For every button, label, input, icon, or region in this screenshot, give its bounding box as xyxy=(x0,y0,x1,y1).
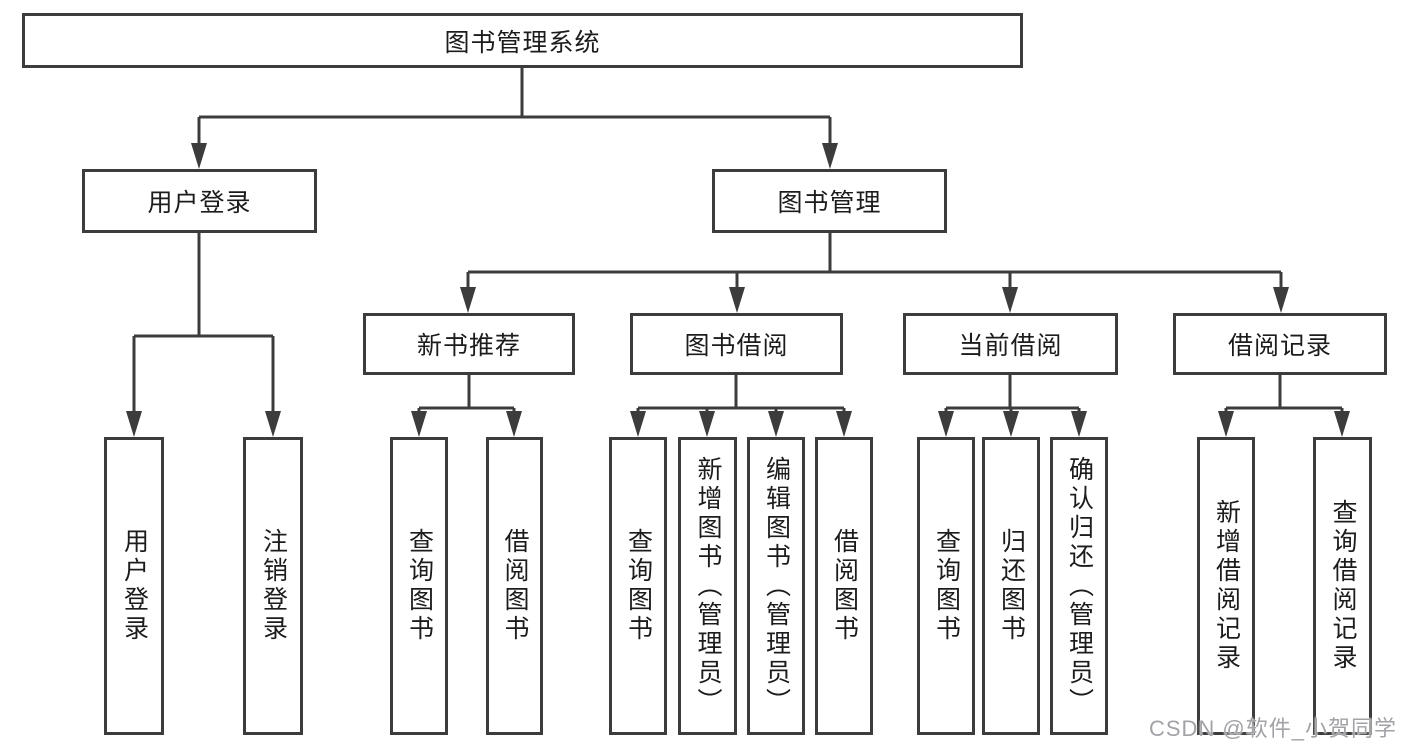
leaf-borrow-borrow-books: 借阅图书 xyxy=(815,437,873,735)
node-label: 图书管理 xyxy=(777,189,882,217)
node-label: 编辑图书（管理员） xyxy=(762,455,791,717)
node-label: 归还图书 xyxy=(997,528,1026,644)
leaf-current-query-books: 查询图书 xyxy=(917,437,975,735)
leaf-current-confirm-return-admin: 确认归还（管理员） xyxy=(1050,437,1108,735)
node-label: 注销登录 xyxy=(259,528,288,644)
connector-current-borrow-children xyxy=(938,375,1087,437)
node-label: 图书借阅 xyxy=(684,332,789,360)
node-label: 当前借阅 xyxy=(958,332,1063,360)
node-label: 新增借阅记录 xyxy=(1212,499,1241,673)
node-label: 借阅图书 xyxy=(830,528,859,644)
node-user-login: 用户登录 xyxy=(82,169,317,233)
connector-new-book-children xyxy=(411,375,522,437)
node-label: 查询图书 xyxy=(405,528,434,644)
node-new-book-recommendation: 新书推荐 xyxy=(363,313,575,375)
node-label: 借阅记录 xyxy=(1227,332,1332,360)
leaf-borrow-edit-books-admin: 编辑图书（管理员） xyxy=(747,437,805,735)
leaf-records-query-record: 查询借阅记录 xyxy=(1313,437,1372,735)
leaf-borrow-add-books-admin: 新增图书（管理员） xyxy=(678,437,737,735)
node-label: 借阅图书 xyxy=(501,528,529,644)
node-current-borrowing: 当前借阅 xyxy=(903,313,1118,375)
node-label: 图书管理系统 xyxy=(444,28,601,57)
leaf-logout-login: 注销登录 xyxy=(243,437,303,735)
node-label: 查询图书 xyxy=(624,528,653,644)
node-label: 用户登录 xyxy=(147,189,252,217)
connector-book-borrow-children xyxy=(630,375,852,437)
node-label: 查询图书 xyxy=(932,528,961,644)
leaf-borrow-query-books: 查询图书 xyxy=(609,437,667,735)
node-borrowing-records: 借阅记录 xyxy=(1173,313,1387,375)
leaf-records-add-record: 新增借阅记录 xyxy=(1197,437,1255,735)
leaf-newbook-borrow-books: 借阅图书 xyxy=(486,437,543,735)
node-label: 新增图书（管理员） xyxy=(694,455,722,717)
node-label: 查询借阅记录 xyxy=(1329,499,1357,673)
node-book-borrowing: 图书借阅 xyxy=(630,313,843,375)
leaf-current-return-books: 归还图书 xyxy=(982,437,1040,735)
node-root-library-management-system: 图书管理系统 xyxy=(22,13,1023,68)
node-label: 新书推荐 xyxy=(416,332,521,360)
leaf-newbook-query-books: 查询图书 xyxy=(390,437,448,735)
node-label: 确认归还（管理员） xyxy=(1065,455,1094,717)
connector-user-login-children xyxy=(126,233,281,437)
leaf-user-login: 用户登录 xyxy=(104,437,164,735)
connector-root-to-level2 xyxy=(191,68,838,169)
node-label: 用户登录 xyxy=(120,528,149,644)
connector-borrow-records-children xyxy=(1218,375,1350,437)
connector-book-management-to-level3 xyxy=(460,233,1289,313)
node-book-management: 图书管理 xyxy=(712,169,947,233)
